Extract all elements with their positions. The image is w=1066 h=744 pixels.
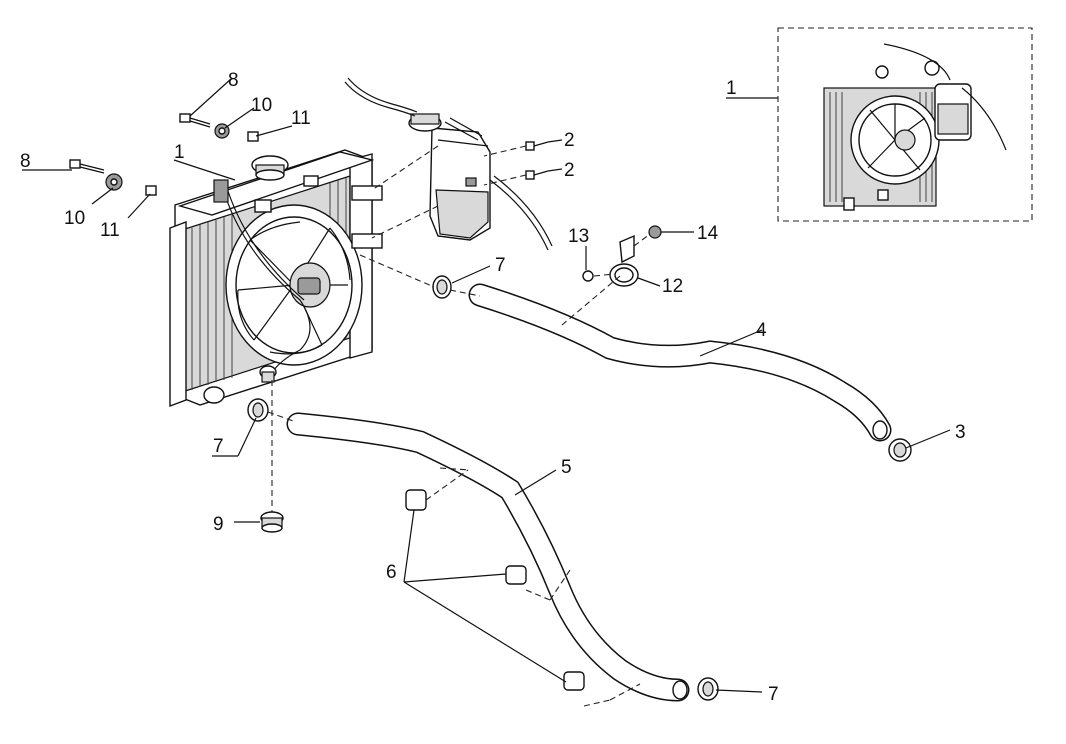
callout-2-lower: 2	[564, 160, 575, 181]
nut-14	[648, 225, 662, 239]
callout-10-lower: 10	[64, 208, 85, 229]
callout-2-upper: 2	[564, 130, 575, 151]
callout-7-lower: 7	[768, 684, 779, 705]
bolt-8-upper	[179, 113, 211, 128]
drain-plug-9	[260, 511, 284, 533]
assembly-guides	[267, 145, 651, 707]
hose-clip-6-b	[505, 565, 527, 585]
leader-lines	[22, 77, 951, 693]
callout-labels: 8 10 11 1 8 10 11 2 2 13 14 7 12 4 3 7 5…	[20, 70, 966, 705]
hose-5	[286, 412, 690, 702]
callout-8-lower: 8	[20, 151, 31, 172]
callout-5: 5	[561, 457, 572, 478]
callout-8-upper: 8	[228, 70, 239, 91]
callout-7-left: 7	[213, 436, 224, 457]
callout-1-radiator: 1	[174, 142, 185, 163]
hose-clamp-7-upper	[432, 275, 452, 299]
callout-11-lower: 11	[100, 220, 120, 241]
hose-clip-6-a	[405, 489, 427, 511]
callout-3: 3	[955, 422, 966, 443]
hose-clamp-3	[888, 438, 912, 462]
bolt-2-upper	[525, 141, 549, 151]
bolt-13	[582, 270, 594, 282]
clamp-12	[609, 234, 639, 287]
bolt-2-lower	[525, 170, 549, 180]
callout-12: 12	[662, 276, 683, 297]
callout-14: 14	[697, 223, 719, 244]
callout-13: 13	[568, 226, 589, 247]
inset-radiator-assembly	[823, 43, 1007, 211]
callout-1-inset: 1	[726, 78, 737, 99]
callout-11-upper: 11	[291, 108, 311, 129]
assembly-inset	[726, 27, 1033, 222]
callout-6: 6	[386, 562, 397, 583]
callout-4: 4	[756, 320, 767, 341]
callout-10-upper: 10	[251, 95, 272, 116]
bushing-11-lower	[145, 185, 157, 196]
hose-4	[468, 283, 892, 442]
callout-9: 9	[213, 514, 224, 535]
bolt-8-lower	[69, 159, 105, 174]
expansion-tank	[344, 77, 553, 251]
hose-clamp-7-left	[247, 398, 269, 422]
callout-7-upper: 7	[495, 255, 506, 276]
inset-frame	[777, 27, 1033, 222]
hose-clamp-7-lower	[697, 677, 719, 701]
hose-clip-6-c	[563, 671, 585, 691]
radiator-assembly	[169, 149, 383, 408]
bushing-11-upper	[247, 131, 259, 142]
